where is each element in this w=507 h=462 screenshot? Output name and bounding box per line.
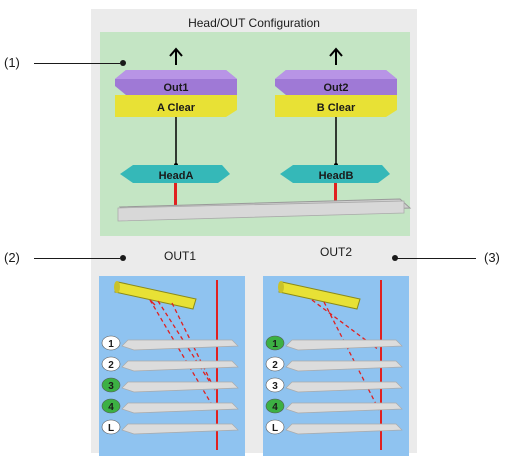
leader-dot-3: [392, 255, 398, 261]
out1-level-label-2: 2: [108, 360, 114, 371]
out1-level-label-1: 1: [108, 339, 114, 350]
out2-level-label-4: 4: [272, 402, 278, 413]
out1-group[interactable]: [115, 47, 237, 205]
out1-level-label-l: L: [108, 423, 114, 434]
leader-line-2: [34, 258, 120, 259]
out2-group[interactable]: [275, 47, 397, 205]
out1-panel-label: OUT1: [164, 249, 197, 263]
out2-clear-box[interactable]: [275, 95, 397, 117]
leader-line-3: [396, 258, 476, 259]
out2-level-label-3: 3: [272, 381, 278, 392]
head-sensor-icon[interactable]: [120, 165, 230, 183]
callout-3: (3): [484, 250, 500, 265]
level-plates: [285, 339, 403, 435]
out2-level-badge-2[interactable]: [265, 356, 285, 372]
tilted-cylinder-icon: [114, 281, 197, 310]
out1-level-badge-l[interactable]: [101, 419, 121, 435]
laser-beam-icon: [334, 183, 337, 205]
panel-title: Head/OUT Configuration: [188, 16, 320, 30]
out2-level-label-1: 1: [272, 339, 278, 350]
out2-level-label-2: 2: [272, 360, 278, 371]
out2-levels: [278, 280, 403, 450]
laser-beam-icon: [174, 183, 177, 205]
out1-clear-box[interactable]: [115, 95, 237, 117]
out2-level-badge-4[interactable]: [265, 398, 285, 414]
out1-levels: [114, 280, 239, 450]
out2-level-badge-1[interactable]: [265, 335, 285, 351]
arrow-up-icon: [329, 47, 343, 65]
out2-level-badge-l[interactable]: [265, 419, 285, 435]
leader-dot-2: [120, 255, 126, 261]
callout-1: (1): [4, 55, 20, 70]
out1-level-label-3: 3: [108, 381, 114, 392]
head-sensor-icon[interactable]: [280, 165, 390, 183]
out1-level-badge-3[interactable]: [101, 377, 121, 393]
out2-level-badge-3[interactable]: [265, 377, 285, 393]
out1-level-badge-1[interactable]: [101, 335, 121, 351]
out2-level-label-l: L: [272, 423, 278, 434]
arrow-up-icon: [169, 47, 183, 65]
out1-level-label-4: 4: [108, 402, 114, 413]
out1-level-badge-4[interactable]: [101, 398, 121, 414]
callout-2: (2): [4, 250, 20, 265]
leader-line-1: [34, 63, 120, 64]
out1-level-badge-2[interactable]: [101, 356, 121, 372]
leader-dot-1: [120, 60, 126, 66]
level-plates: [121, 339, 239, 435]
out2-panel-label: OUT2: [320, 245, 353, 259]
